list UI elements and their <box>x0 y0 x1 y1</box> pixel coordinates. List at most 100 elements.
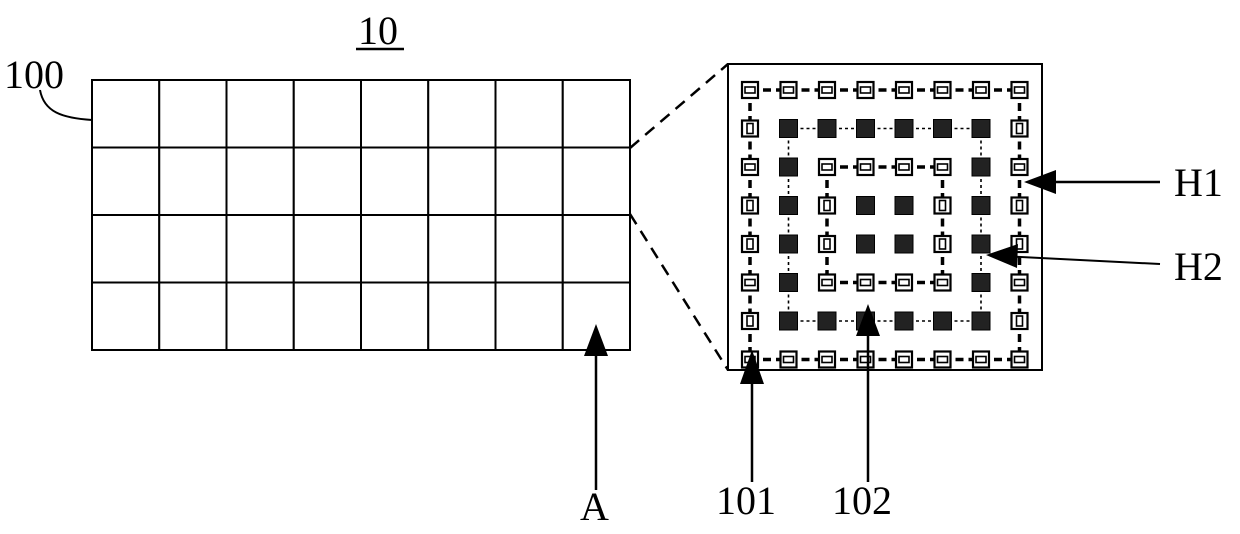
detail-cell-first-unit <box>1012 159 1028 175</box>
detail-cell-second-unit <box>857 235 875 253</box>
grid-cell <box>428 215 495 283</box>
grid-cell <box>496 215 563 283</box>
grid-cell <box>227 215 294 283</box>
grid-cell <box>428 283 495 351</box>
detail-cell-second-unit <box>780 312 798 330</box>
detail-cell-first-unit <box>935 159 951 175</box>
detail-cell-first-unit <box>1012 198 1028 214</box>
grid-cell <box>563 80 630 148</box>
grid-cell <box>496 80 563 148</box>
detail-cell-first-unit <box>1012 82 1028 98</box>
detail-cell-first-unit <box>1012 275 1028 291</box>
detail-cell-second-unit <box>934 312 952 330</box>
zoom-line-bottom <box>630 214 728 370</box>
detail-cell-second-unit <box>972 312 990 330</box>
detail-cell-second-unit <box>972 235 990 253</box>
detail-cell-second-unit <box>934 120 952 138</box>
detail-cell-second-unit <box>818 312 836 330</box>
detail-cell-first-unit <box>819 198 835 214</box>
detail-cell-first-unit <box>896 159 912 175</box>
detail-cell-first-unit <box>742 121 758 137</box>
detail-cell-second-unit <box>895 120 913 138</box>
grid-cell <box>361 80 428 148</box>
figure-number: 10 <box>358 8 398 53</box>
detail-cell-second-unit <box>780 274 798 292</box>
grid-cell <box>361 148 428 216</box>
grid-cell <box>563 215 630 283</box>
detail-cell-first-unit <box>935 198 951 214</box>
grid-cell <box>294 215 361 283</box>
detail-cell-first-unit <box>935 275 951 291</box>
label-panel: 100 <box>4 52 64 97</box>
grid-cell <box>92 283 159 351</box>
grid-cell <box>159 148 226 216</box>
label-first-unit: 101 <box>716 478 776 523</box>
detail-cell-second-unit <box>972 120 990 138</box>
grid-cell <box>92 148 159 216</box>
grid-cell <box>92 215 159 283</box>
detail-cell-first-unit <box>896 82 912 98</box>
grid-cell <box>294 80 361 148</box>
detail-cell-first-unit <box>819 275 835 291</box>
detail-cell-first-unit <box>781 82 797 98</box>
detail-cell-second-unit <box>972 274 990 292</box>
detail-cell-first-unit <box>1012 352 1028 368</box>
grid-cell <box>92 80 159 148</box>
detail-cell-first-unit <box>742 313 758 329</box>
label-outer-ring: H1 <box>1174 160 1223 205</box>
detail-cell-second-unit <box>895 235 913 253</box>
detail-cell-first-unit <box>896 275 912 291</box>
detail-cell-first-unit <box>819 236 835 252</box>
detail-cell-second-unit <box>818 120 836 138</box>
detail-cell-first-unit <box>858 82 874 98</box>
grid-cell <box>294 148 361 216</box>
grid-cell <box>227 80 294 148</box>
detail-cell-first-unit <box>742 82 758 98</box>
detail-cell-second-unit <box>857 197 875 215</box>
detail-cell-second-unit <box>972 197 990 215</box>
detail-cell-first-unit <box>742 236 758 252</box>
detail-cell-first-unit <box>781 352 797 368</box>
detail-cell-first-unit <box>742 159 758 175</box>
detail-cell-first-unit <box>973 82 989 98</box>
label-second-unit: 102 <box>832 478 892 523</box>
grid-cell <box>227 148 294 216</box>
detail-cell-second-unit <box>972 158 990 176</box>
detail-cell-first-unit <box>858 275 874 291</box>
detail-cell-second-unit <box>780 158 798 176</box>
grid-cell <box>496 283 563 351</box>
grid-cell <box>563 148 630 216</box>
grid-cell <box>361 283 428 351</box>
detail-cell-first-unit <box>973 352 989 368</box>
detail-cell-first-unit <box>742 275 758 291</box>
detail-cell-first-unit <box>858 352 874 368</box>
grid-cell <box>159 80 226 148</box>
detail-cell-first-unit <box>1012 313 1028 329</box>
grid-cell <box>428 148 495 216</box>
detail-cell-second-unit <box>895 312 913 330</box>
detail-cell-first-unit <box>935 236 951 252</box>
grid-cell <box>496 148 563 216</box>
detail-cell-first-unit <box>896 352 912 368</box>
grid-cell <box>227 283 294 351</box>
detail-box <box>728 64 1042 370</box>
label-region: A <box>580 484 609 529</box>
grid-cell <box>159 283 226 351</box>
detail-cell-first-unit <box>819 159 835 175</box>
grid-cell <box>294 283 361 351</box>
detail-cell-first-unit <box>1012 121 1028 137</box>
grid-cell <box>428 80 495 148</box>
main-grid <box>92 80 630 350</box>
detail-cell-first-unit <box>858 159 874 175</box>
detail-cell-first-unit <box>935 82 951 98</box>
detail-cell-second-unit <box>780 235 798 253</box>
detail-cell-first-unit <box>935 352 951 368</box>
label-inner-ring: H2 <box>1174 244 1223 289</box>
detail-cell-second-unit <box>780 197 798 215</box>
detail-cell-first-unit <box>819 82 835 98</box>
detail-cell-second-unit <box>895 197 913 215</box>
detail-cell-second-unit <box>857 120 875 138</box>
detail-cell-second-unit <box>780 120 798 138</box>
